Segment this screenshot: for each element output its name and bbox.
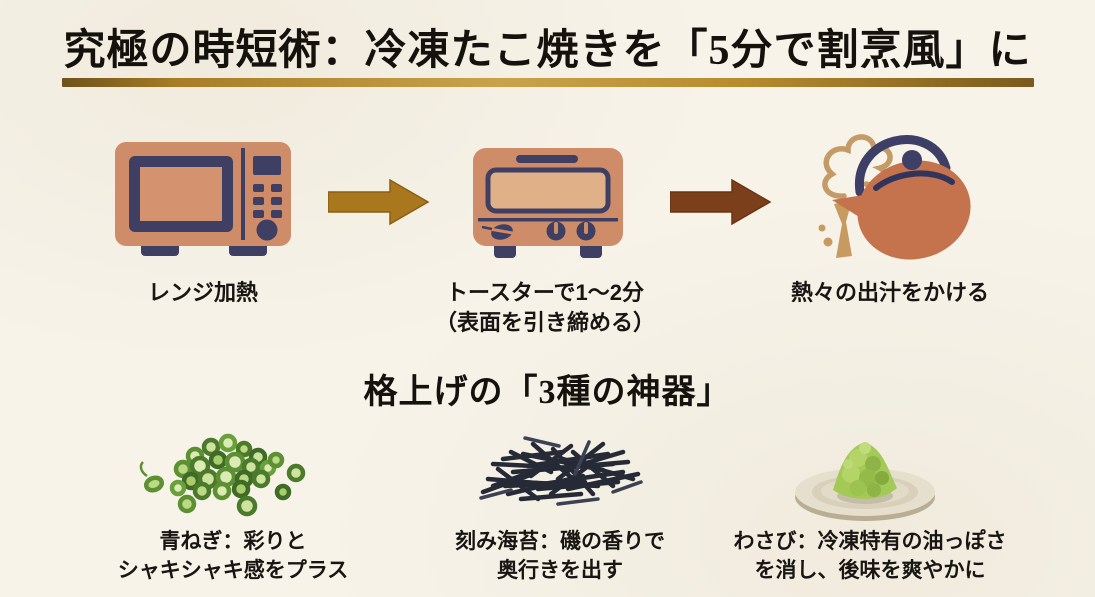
ingredient-label-wasabi: わさび：冷凍特有の油っぽさ を消し、後味を爽やかに bbox=[705, 528, 1035, 585]
step-label-toaster-line1: トースターで1〜2分 bbox=[445, 280, 645, 305]
ingredient-label-green-onion-line1: 青ねぎ：彩りと bbox=[159, 530, 307, 553]
ingredient-label-nori-line2: 奥行きを出す bbox=[497, 558, 623, 582]
ingredient-label-green-onion: 青ねぎ：彩りと シャキシャキ感をプラス bbox=[73, 528, 393, 585]
arrow-right-brown-icon bbox=[669, 176, 772, 228]
toaster-oven-icon bbox=[472, 142, 624, 262]
ingredient-label-nori-line1: 刻み海苔：磯の香りで bbox=[455, 530, 665, 553]
ingredient-label-wasabi-line1: わさび：冷凍特有の油っぽさ bbox=[733, 530, 1007, 553]
green-onion-illustration bbox=[133, 426, 323, 524]
shredded-nori-illustration bbox=[463, 424, 655, 526]
ingredient-label-nori: 刻み海苔：磯の香りで 奥行きを出す bbox=[410, 528, 710, 585]
ingredient-label-green-onion-line2: シャキシャキ感をプラス bbox=[117, 558, 349, 582]
step-label-toaster-line2: （表面を引き締める） bbox=[434, 309, 655, 335]
arrow-right-gold-icon bbox=[327, 176, 430, 228]
step-label-toaster: トースターで1〜2分 （表面を引き締める） bbox=[385, 278, 705, 338]
title-underline bbox=[62, 78, 1034, 87]
wasabi-plate-illustration bbox=[788, 434, 942, 526]
step-label-dashi: 熱々の出汁をかける bbox=[790, 280, 989, 305]
microwave-icon bbox=[113, 138, 293, 265]
page-title: 究極の時短術：冷凍たこ焼きを「5分で割烹風」に bbox=[63, 28, 1032, 74]
teapot-pouring-icon bbox=[800, 108, 982, 270]
ingredient-label-wasabi-line2: を消し、後味を爽やかに bbox=[754, 558, 986, 582]
section-title: 格上げの「3種の神器」 bbox=[363, 374, 732, 411]
step-label-microwave: レンジ加熱 bbox=[147, 280, 258, 305]
